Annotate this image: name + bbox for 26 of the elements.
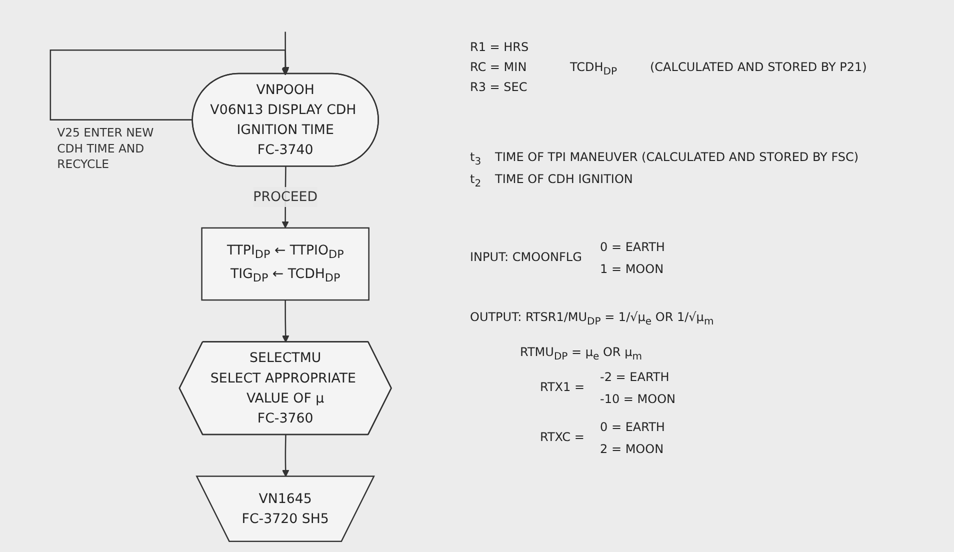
edge-label: PROCEED: [253, 188, 318, 205]
time-symbol: t$_{3}$: [470, 150, 482, 168]
register-note: R3 = SEC: [470, 80, 528, 94]
note-text: TIME OF TPI MANEUVER (CALCULATED AND STORED BY FSC): [495, 150, 859, 164]
note-text: TIME OF CDH IGNITION: [495, 172, 633, 186]
register-note: R1 = HRS: [470, 40, 529, 54]
input-note: INPUT: CMOONFLG: [470, 250, 582, 264]
value-note: 0 = EARTH: [600, 420, 665, 434]
arrow: [282, 300, 290, 343]
value-note: 1 = MOON: [600, 262, 664, 276]
output-formula: RTMU$_{DP}$ = μ$_{e}$ OR μ$_{m}$: [520, 345, 642, 362]
arrow: [282, 434, 290, 477]
output-formula: RTX1 =: [540, 380, 585, 394]
node-box: TTPI$_{DP}$ ← TTPIO$_{DP}$ TIG$_{DP}$ ← TCDH$_{DP}$: [201, 227, 370, 301]
output-formula: RTXC =: [540, 430, 584, 444]
variable-label: TCDH$_{DP}$: [570, 60, 618, 78]
register-note: RC = MIN: [470, 60, 527, 74]
value-note: 0 = EARTH: [600, 240, 665, 254]
note-text: (CALCULATED AND STORED BY P21): [650, 60, 867, 74]
value-note: 2 = MOON: [600, 442, 664, 456]
arrow: [50, 49, 289, 120]
time-symbol: t$_{2}$: [470, 172, 482, 190]
value-note: -2 = EARTH: [600, 370, 670, 384]
output-formula: OUTPUT: RTSR1/MU$_{DP}$ = 1/√μ$_{e}$ OR 1/√μ$_{m}$: [470, 310, 714, 328]
value-note: -10 = MOON: [600, 392, 676, 406]
edge-label: V25 ENTER NEW CDH TIME AND RECYCLE: [57, 126, 154, 172]
